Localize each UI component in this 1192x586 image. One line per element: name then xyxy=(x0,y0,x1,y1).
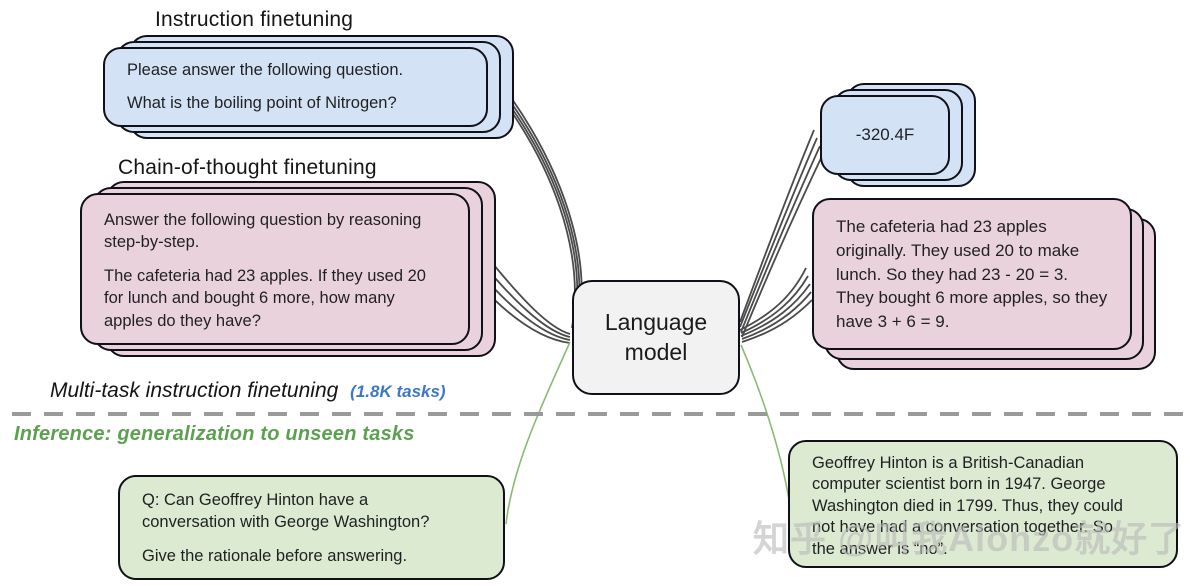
instruction-answer-text: -320.4F xyxy=(855,125,915,144)
inference-prompt-card-stack: Q: Can Geoffrey Hinton have a conversati… xyxy=(118,475,505,580)
cot-prompt-card-stack: Answer the following question by reasoni… xyxy=(80,181,496,357)
instruction-answer-card: -320.4F xyxy=(820,95,950,175)
instruction-prompt-line-1: Please answer the following question. xyxy=(127,61,404,79)
cot-prompt-question: The cafeteria had 23 apples. If they use… xyxy=(104,266,426,330)
cot-answer-card-stack: The cafeteria had 23 apples originally. … xyxy=(812,198,1156,370)
model-to-cot-answer-lines xyxy=(739,267,813,343)
inference-prompt-question: Q: Can Geoffrey Hinton have a conversati… xyxy=(142,491,430,532)
language-model-box: Language model xyxy=(572,280,740,395)
inference-answer-card-stack: Geoffrey Hinton is a British-Canadian co… xyxy=(788,440,1178,568)
instruction-prompt-line-2: What is the boiling point of Nitrogen? xyxy=(127,94,397,113)
inference-generalization-label: Inference: generalization to unseen task… xyxy=(14,423,415,445)
cot-finetuning-heading: Chain-of-thought finetuning xyxy=(118,156,377,179)
cot-prompt-instruction: Answer the following question by reasoni… xyxy=(104,211,422,252)
cot-answer-text: The cafeteria had 23 apples originally. … xyxy=(836,217,1108,332)
cot-answer-card: The cafeteria had 23 apples originally. … xyxy=(812,198,1132,350)
instruction-prompt-card: Please answer the following question. Wh… xyxy=(103,47,488,127)
instruction-answer-card-stack: -320.4F xyxy=(820,83,976,187)
task-count-badge: (1.8K tasks) xyxy=(350,382,446,401)
language-model-label: Language model xyxy=(604,308,708,365)
inference-connector-lines xyxy=(505,341,790,525)
multitask-finetuning-text: Multi-task instruction finetuning xyxy=(50,379,339,402)
inference-answer-text: Geoffrey Hinton is a British-Canadian co… xyxy=(812,454,1123,558)
multitask-finetuning-label: Multi-task instruction finetuning (1.8K … xyxy=(50,379,446,403)
instruction-finetuning-heading: Instruction finetuning xyxy=(155,8,354,31)
inference-prompt-card: Q: Can Geoffrey Hinton have a conversati… xyxy=(118,475,505,580)
inference-prompt-instruction: Give the rationale before answering. xyxy=(142,546,408,565)
cot-prompt-card: Answer the following question by reasoni… xyxy=(80,193,470,345)
model-to-instruction-answer-lines xyxy=(739,129,824,338)
instruction-prompt-card-stack: Please answer the following question. Wh… xyxy=(103,35,514,139)
zhihu-watermark: 知乎 @叫我Alonzo就好了 xyxy=(753,518,1186,559)
inference-answer-card: Geoffrey Hinton is a British-Canadian co… xyxy=(788,440,1178,568)
